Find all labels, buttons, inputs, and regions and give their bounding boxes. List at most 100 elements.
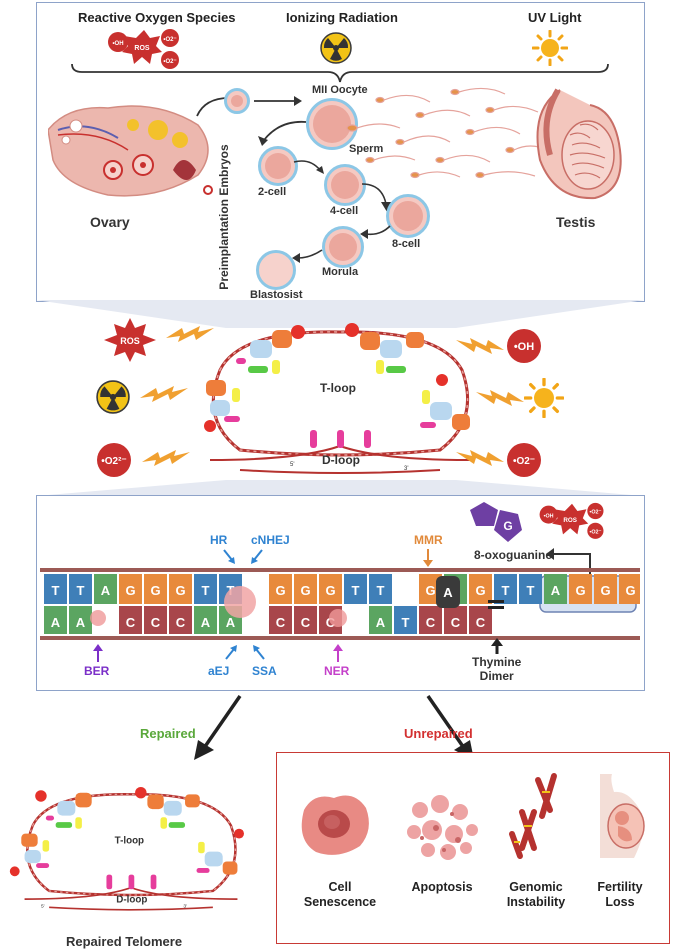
superoxide-left-icon: •O2²⁻ [97, 443, 131, 477]
svg-text:D-loop: D-loop [116, 894, 147, 905]
ovary-label: Ovary [90, 214, 130, 230]
dna-bottom-base-label: A [376, 615, 386, 630]
senescent-cell-icon [301, 795, 369, 855]
hr-label: HR [210, 533, 228, 547]
dna-top-base-label: T [77, 583, 85, 598]
oxoguanine-label: 8-oxoguanine [474, 548, 553, 562]
svg-text:5': 5' [41, 903, 45, 909]
dna-top-base [619, 574, 640, 604]
mii-oocyte-label: MII Oocyte [312, 84, 368, 96]
svg-text:•OH: •OH [112, 41, 123, 47]
svg-text:•OH: •OH [544, 513, 554, 519]
dna-top-base [119, 574, 142, 604]
dna-top-base-label: G [175, 583, 185, 598]
dna-top-base [569, 574, 592, 604]
embryo-8cell [386, 194, 430, 238]
thymine-dimer-label: Thymine Dimer [472, 655, 522, 683]
testis-illustration [536, 88, 622, 200]
stage-8cell-label: 8-cell [392, 238, 421, 250]
dna-top-base-label: G [125, 583, 135, 598]
hr-arrow [223, 549, 235, 564]
embryo-morula [322, 226, 364, 268]
radiation-icon-mid [96, 380, 130, 414]
pregnancy-icon [600, 774, 645, 858]
ovary-illustration [48, 105, 213, 197]
cnhej-label: cNHEJ [251, 533, 290, 547]
dna-bottom-base [69, 606, 92, 634]
lightning-icon-5 [476, 390, 524, 406]
dna-top-base [544, 574, 567, 604]
svg-text:•O2⁻: •O2⁻ [163, 37, 176, 43]
lightning-icon-2 [140, 386, 188, 402]
dna-bottom-base-label: C [476, 615, 486, 630]
dna-bottom-base-label: A [201, 615, 211, 630]
radiation-icon [320, 32, 352, 64]
unrepaired-label: Unrepaired [404, 726, 473, 741]
dna-top-base-label: T [352, 583, 360, 598]
dna-top-base [469, 574, 492, 604]
dna-top-base-label: G [300, 583, 310, 598]
svg-text:•O2⁻: •O2⁻ [163, 59, 176, 65]
svg-text:A: A [443, 585, 453, 600]
funnel-top [36, 300, 644, 328]
dna-bottom-base-label: C [151, 615, 161, 630]
source-uv-label: UV Light [528, 10, 582, 25]
mmr-arrow [423, 549, 433, 567]
dna-bottom-base [369, 606, 392, 634]
dna-top-base-label: G [600, 583, 610, 598]
dna-top-base-label: T [202, 583, 210, 598]
dna-top-base [319, 574, 342, 604]
ber-label: BER [84, 664, 110, 678]
funnel-mid [36, 480, 644, 496]
dna-top-base-label: G [425, 583, 435, 598]
dna-top-base-label: A [101, 583, 111, 598]
svg-text:G: G [503, 519, 512, 533]
svg-text:D-loop: D-loop [322, 453, 360, 467]
sun-icon-mid [524, 378, 564, 418]
dna-top-base-label: T [502, 583, 510, 598]
dna-bottom-base [44, 606, 67, 634]
svg-text:5': 5' [290, 462, 294, 468]
svg-text:•O2⁻: •O2⁻ [513, 456, 535, 467]
dna-top-base [594, 574, 617, 604]
stage-morula-label: Morula [322, 266, 359, 278]
stage-4cell-label: 4-cell [330, 205, 359, 217]
dna-bottom-base [169, 606, 192, 634]
svg-text:ROS: ROS [563, 517, 577, 524]
telomere-tloop: T-loop D-loop 5' 3' [204, 323, 471, 474]
stage-blastocyst-label: Blastosist [250, 289, 303, 301]
dna-bottom-base [444, 606, 467, 634]
dna-top-base-label: T [52, 583, 60, 598]
arrow-to-2cell [258, 120, 307, 146]
dna-bottom-base [469, 606, 492, 634]
embryo-4cell [324, 164, 366, 206]
cnhej-arrow [251, 549, 263, 564]
dna-bottom-base-label: C [451, 615, 461, 630]
repaired-arrow [194, 695, 242, 760]
ros-badge-icon: ROS •OH •O2⁻ •O2⁻ [108, 29, 179, 69]
dna-bottom-base-label: C [126, 615, 136, 630]
dna-bottom-base-label: A [226, 615, 236, 630]
embryo-2cell [258, 146, 298, 186]
svg-text:•O2²⁻: •O2²⁻ [101, 456, 126, 467]
sperm-swarm [346, 87, 549, 179]
dna-top-base [369, 574, 392, 604]
dna-top-base [94, 574, 117, 604]
dna-top-base-label: G [325, 583, 335, 598]
source-ionizing-label: Ionizing Radiation [286, 10, 398, 25]
svg-text:3': 3' [183, 903, 187, 909]
dna-top-base-label: G [575, 583, 585, 598]
dna-bottom-base [294, 606, 317, 634]
dna-bottom-base-label: C [426, 615, 436, 630]
lightning-icon-4 [456, 338, 504, 354]
outcome-apoptosis: Apoptosis [411, 880, 473, 894]
arrow-to-blastocyst [292, 249, 323, 263]
hydroxyl-icon: •OH [507, 329, 541, 363]
embryo-blastocyst [256, 250, 296, 290]
aej-label: aEJ [208, 664, 230, 678]
ner-arrow [333, 644, 343, 662]
dna-top-base-label: G [150, 583, 160, 598]
ssa-label: SSA [252, 664, 277, 678]
source-ros-label: Reactive Oxygen Species [78, 10, 236, 25]
ssa-arrow [253, 645, 265, 660]
